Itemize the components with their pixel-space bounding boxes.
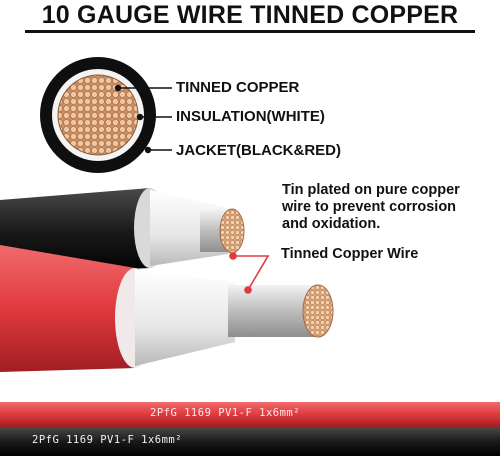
red-cable [0,245,334,372]
page-title: 10 GAUGE WIRE TINNED COPPER [41,1,459,29]
label-jacket: JACKET(BLACK&RED) [176,142,341,159]
tinned-wire-leader [229,252,270,294]
label-tinned-copper-wire: Tinned Copper Wire [281,246,419,262]
description-line-2: wire to prevent corrosion [282,199,457,215]
red-cable-strip [0,402,500,427]
tin-plating-description: Tin plated on pure copper wire to preven… [282,182,492,233]
cross-section-leader-lines [114,84,172,154]
label-tinned-copper: TINNED COPPER [176,79,300,96]
description-line-3: and oxidation. [282,216,381,232]
label-insulation: INSULATION(WHITE) [176,108,325,125]
black-cable-print: 2PfG 1169 PV1-F 1x6mm² [32,434,183,446]
black-cable-strip [0,427,500,456]
description-line-1: Tin plated on pure copper [282,182,460,198]
title-underline [25,30,475,33]
red-cable-print: 2PfG 1169 PV1-F 1x6mm² [150,407,301,419]
cross-section-diagram [40,57,156,173]
